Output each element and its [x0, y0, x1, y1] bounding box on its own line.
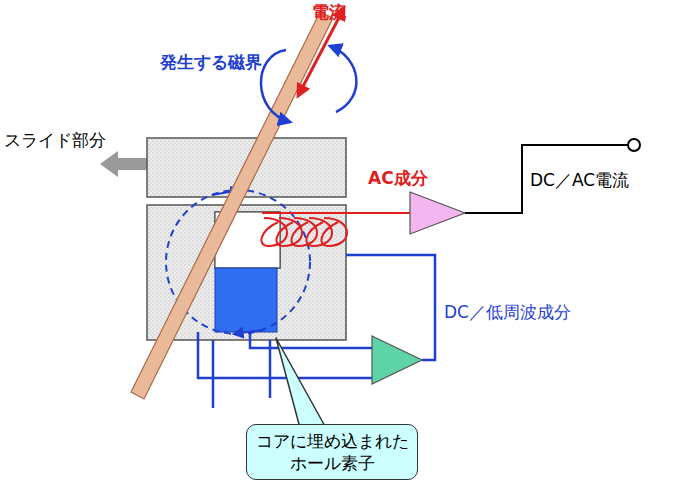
callout-pointer [276, 338, 326, 428]
coil-wire [262, 212, 410, 214]
field-arc [261, 50, 290, 122]
dc-amplifier [372, 336, 422, 384]
hall-lead [212, 340, 215, 408]
flux-arrow [234, 330, 262, 334]
coil-turn [291, 218, 317, 246]
field-label: 発生する磁界 [160, 52, 262, 72]
dc-label: DC／低周波成分 [444, 302, 571, 322]
ac-amplifier [410, 192, 465, 234]
hall-lead [250, 332, 372, 348]
ac-label: AC成分 [368, 168, 428, 188]
slide-arrow [100, 151, 147, 177]
conductor [131, 12, 333, 399]
hall-element [215, 268, 277, 332]
callout-text: コアに埋め込まれた ホール素子 [255, 430, 409, 474]
output-label: DC／AC電流 [530, 170, 629, 190]
field-arc [330, 46, 356, 112]
coil-turn [306, 218, 332, 246]
output-terminal [628, 139, 640, 151]
coil-turn [321, 218, 347, 246]
current-label: 電流 [312, 2, 346, 22]
coil [261, 218, 347, 246]
coil-turn [276, 218, 302, 246]
slide-label: スライド部分 [4, 130, 106, 150]
hall-lead [269, 340, 272, 398]
coil-turn [261, 218, 287, 246]
callout-box: コアに埋め込まれた ホール素子 [246, 424, 418, 480]
